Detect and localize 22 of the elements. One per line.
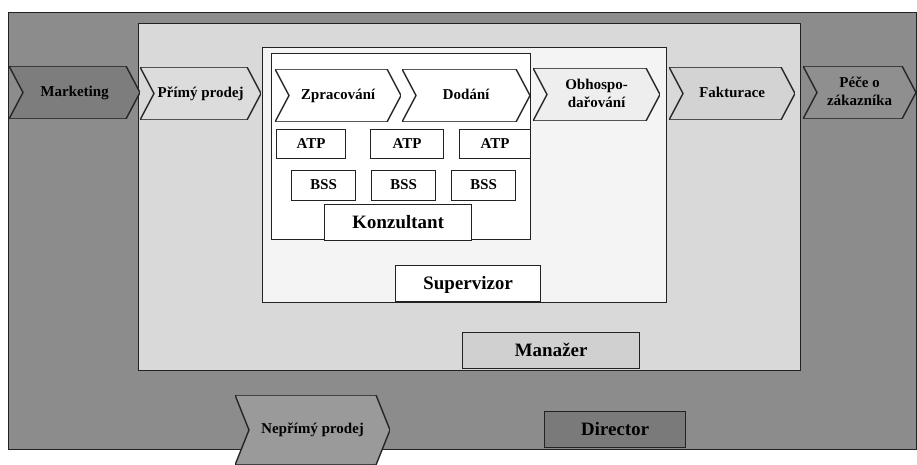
role-box: BSS	[371, 170, 436, 201]
process-step: Zpracování	[275, 69, 401, 122]
region-panel	[262, 47, 667, 303]
process-step: Péče o zákazníka	[803, 66, 916, 119]
role-box: BSS	[291, 170, 356, 201]
role-label: Director	[544, 411, 686, 448]
process-step: Nepřímý prodej	[235, 395, 390, 465]
role-label: Supervizor	[395, 265, 541, 302]
role-box: ATP	[370, 129, 444, 159]
process-step: Marketing	[9, 66, 140, 119]
role-box: BSS	[451, 170, 516, 201]
role-label: Manažer	[462, 332, 640, 369]
process-step: Přímý prodej	[140, 67, 261, 120]
process-step: Dodání	[402, 69, 530, 122]
process-step: Obhospo- dařování	[533, 68, 660, 121]
region-panel	[271, 53, 531, 240]
role-label: Konzultant	[324, 204, 472, 241]
role-box: ATP	[276, 129, 346, 159]
region-panel	[8, 12, 917, 450]
region-panel	[138, 23, 801, 371]
role-box: ATP	[459, 129, 531, 159]
process-step: Fakturace	[669, 67, 795, 120]
